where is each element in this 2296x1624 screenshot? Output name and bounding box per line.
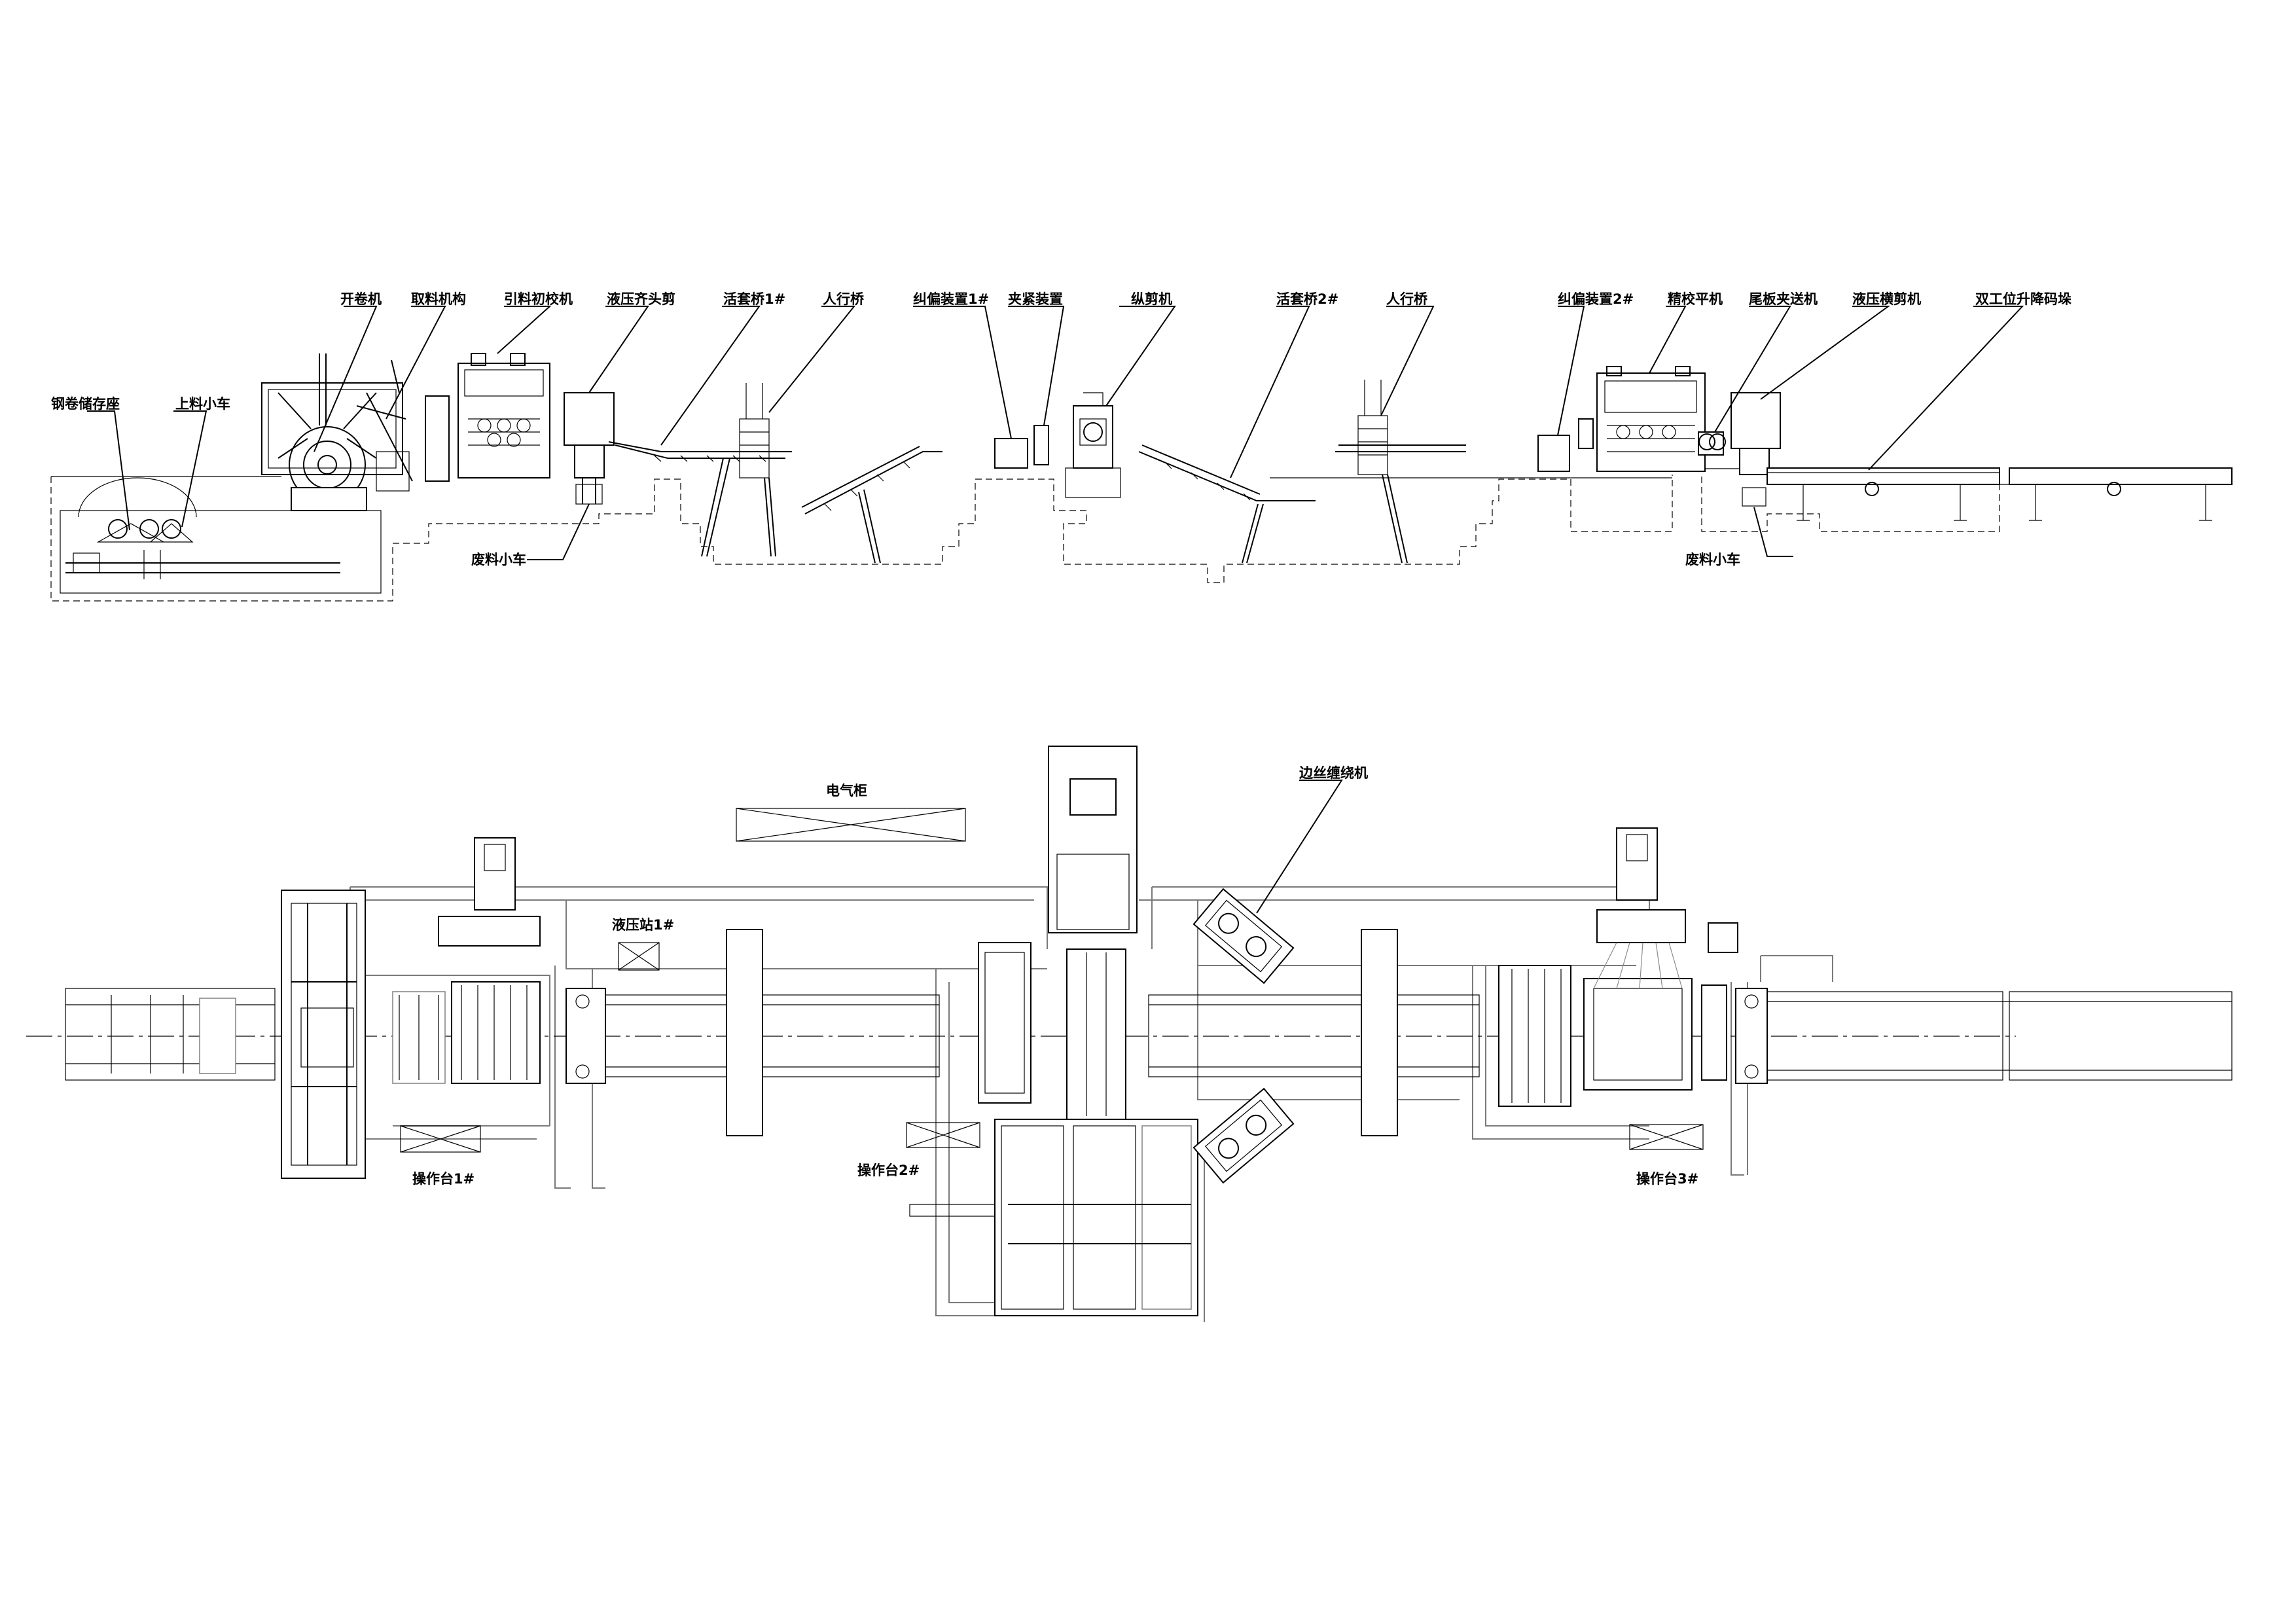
label-loop-bridge-1: 活套桥1# [723, 291, 785, 307]
label-loading-car: 上料小车 [175, 396, 230, 412]
plan-view: 电气柜 边丝缠绕机 液压站1# 操作台1# 操作台2# 操作台3# [26, 746, 2233, 1322]
plan-finish-leveler [1498, 827, 1738, 1107]
pit-ramp-1 [801, 446, 942, 564]
finish-leveler-area [1537, 366, 1706, 472]
plan-stacker [1701, 984, 2233, 1084]
plan-roller-tables [565, 988, 1480, 1084]
label-scrap-car-1: 废料小车 [471, 552, 526, 568]
label-loop-bridge-2: 活套桥2# [1276, 291, 1338, 307]
elevation-view: 钢卷储存座 上料小车 开卷机 取料机构 引料初校机 液压齐头剪 活套桥1# 人行… [50, 291, 2233, 602]
leader-lines [87, 306, 2024, 560]
label-console-3: 操作台3# [1636, 1171, 1698, 1187]
label-hydraulic-head-shear: 液压齐头剪 [607, 291, 675, 307]
cross-shear-area [1698, 392, 1781, 507]
loop-bridge-2 [1138, 380, 1466, 564]
plan-slitter [909, 746, 1198, 1316]
hydraulic-station [618, 942, 660, 971]
label-edge-guide-1: 纠偏装置1# [913, 291, 989, 307]
label-console-2: 操作台2# [857, 1163, 920, 1178]
console-3 [1629, 1124, 1704, 1150]
console-2 [906, 1122, 980, 1148]
label-clamping-device: 夹紧装置 [1008, 291, 1063, 307]
console-1 [400, 1125, 481, 1153]
label-uncoiler: 开卷机 [340, 291, 382, 307]
head-shear-machine [564, 392, 615, 505]
label-scrap-winder: 边丝缠绕机 [1299, 765, 1368, 781]
label-hydraulic-cross-shear: 液压横剪机 [1852, 291, 1921, 307]
stacker-machine [1767, 467, 2233, 521]
label-feeding-mechanism: 取料机构 [411, 291, 466, 307]
pinch-leveler-machine [425, 353, 550, 482]
label-walkway-bridge-2: 人行桥 [1386, 291, 1428, 307]
label-scrap-car-2: 废料小车 [1685, 552, 1740, 568]
plan-scrap-winders [1193, 888, 1295, 1184]
label-walkway-bridge-1: 人行桥 [823, 291, 865, 307]
label-tail-pinch-roll: 尾板夹送机 [1749, 291, 1818, 307]
label-console-1: 操作台1# [412, 1171, 475, 1187]
plan-pinch-leveler [438, 837, 541, 1084]
electric-cabinet [736, 808, 966, 842]
label-edge-guide-2: 纠偏装置2# [1558, 291, 1634, 307]
slitter-area [994, 392, 1121, 498]
plan-cabinets [400, 808, 1704, 1153]
plan-entry-section [65, 890, 446, 1179]
label-electric-cabinet: 电气柜 [826, 783, 867, 799]
uncoiler-machine [261, 353, 413, 511]
label-double-stacker: 双工位升降码垛 [1975, 291, 2072, 307]
coil-storage-pit [60, 477, 382, 594]
label-coil-storage: 钢卷储存座 [51, 396, 120, 412]
label-hydraulic-station: 液压站1# [612, 917, 674, 933]
winder-leader-line [1256, 780, 1343, 914]
loop-bridge-1 [608, 383, 792, 557]
plan-walkway-bridges [726, 929, 1398, 1136]
label-finish-leveler: 精校平机 [1668, 291, 1723, 307]
label-pinch-leveler: 引料初校机 [504, 291, 573, 307]
foundation-outline [50, 475, 2000, 602]
label-slitter: 纵剪机 [1131, 291, 1172, 307]
